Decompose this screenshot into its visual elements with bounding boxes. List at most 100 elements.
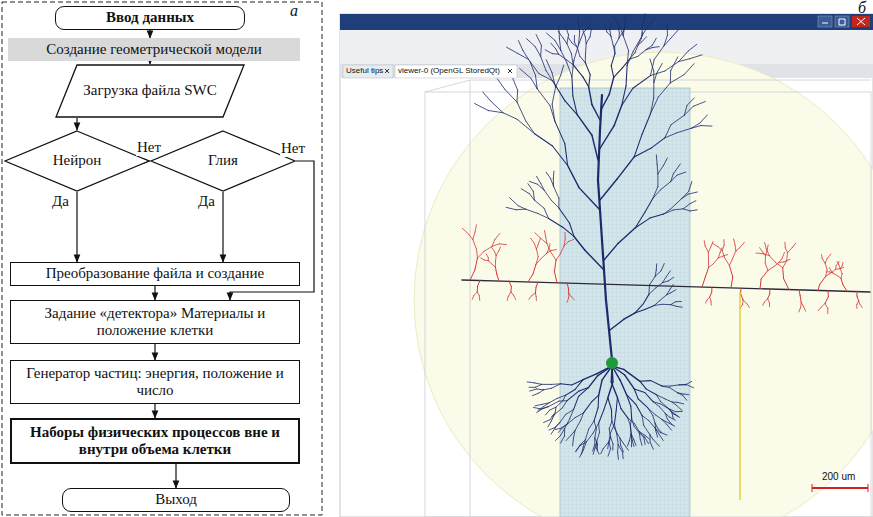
- neurite: [650, 435, 651, 442]
- neurite: [608, 382, 613, 398]
- neurite: [677, 172, 686, 175]
- neurite: [533, 264, 536, 274]
- neurite: [551, 200, 559, 208]
- neurite: [535, 287, 537, 293]
- neurite: [768, 294, 770, 299]
- neurite: [671, 290, 676, 293]
- neurite: [565, 144, 568, 166]
- neurite: [793, 243, 796, 247]
- tab-title: Useful tips: [346, 66, 383, 75]
- neurite: [533, 191, 534, 200]
- neurite: [554, 260, 556, 271]
- neurite: [576, 446, 580, 451]
- neurite: [553, 171, 555, 179]
- neurite: [568, 294, 569, 298]
- neurite: [609, 442, 611, 449]
- neurite: [610, 30, 611, 36]
- edge-label: Да: [51, 193, 70, 210]
- neurite: [617, 398, 621, 409]
- neurite: [634, 148, 651, 157]
- neurite: [549, 398, 557, 403]
- neurite: [670, 388, 678, 393]
- neurite: [536, 282, 538, 287]
- neurite: [633, 36, 642, 52]
- neurite: [671, 199, 682, 209]
- neurite: [614, 410, 616, 424]
- neurite: [654, 46, 664, 60]
- node-text: Преобразование файла и создание: [40, 265, 271, 282]
- neurite: [556, 254, 560, 260]
- neurite: [470, 270, 475, 280]
- neurite: [548, 421, 551, 427]
- neurite: [509, 281, 511, 286]
- neurite: [665, 62, 679, 71]
- neurite: [670, 417, 676, 420]
- neurite: [665, 399, 672, 402]
- neurite: [531, 238, 535, 243]
- neurite: [653, 190, 661, 199]
- neurite: [586, 37, 590, 44]
- neurite: [682, 194, 689, 198]
- neurite: [826, 271, 829, 272]
- neurite: [710, 292, 712, 297]
- neurite: [535, 47, 540, 57]
- neurite: [653, 82, 654, 98]
- neurite: [495, 233, 500, 239]
- neurite: [763, 302, 765, 306]
- neurite: [587, 433, 593, 441]
- neurite: [568, 37, 572, 42]
- neurite: [677, 306, 683, 308]
- neurite: [585, 63, 590, 75]
- flow-arrow: [154, 344, 155, 360]
- neurite: [661, 182, 671, 190]
- neurite: [651, 381, 662, 386]
- soma: [606, 357, 618, 369]
- neurite: [825, 259, 827, 264]
- neurite: [779, 261, 784, 263]
- neurite: [529, 387, 535, 388]
- neurite: [673, 414, 680, 418]
- neurite: [668, 408, 673, 413]
- neurite: [722, 251, 724, 258]
- neurite: [660, 433, 667, 436]
- neurite: [477, 252, 483, 258]
- neurite: [592, 135, 598, 160]
- neurite: [827, 308, 828, 313]
- neurite: [475, 225, 476, 232]
- neurite: [611, 437, 613, 443]
- neurite: [660, 295, 667, 301]
- neurite: [545, 410, 550, 415]
- neurite: [618, 445, 622, 452]
- neurite: [611, 410, 612, 422]
- neurite: [841, 274, 842, 279]
- neurite: [686, 384, 694, 387]
- neurite: [555, 423, 560, 428]
- neurite: [580, 56, 585, 62]
- neurite: [835, 266, 837, 270]
- neurite: [559, 208, 570, 223]
- neurite: [590, 28, 591, 37]
- neurite: [541, 56, 546, 70]
- neurite: [542, 403, 549, 404]
- neurite: [821, 255, 823, 259]
- neurite: [756, 253, 763, 255]
- neurite: [561, 65, 564, 75]
- neurite: [826, 274, 830, 276]
- neurite: [653, 46, 659, 48]
- neurite: [690, 210, 697, 211]
- neurite: [462, 228, 468, 234]
- neurite: [673, 413, 678, 416]
- neurite: [551, 383, 560, 385]
- neurite: [788, 247, 793, 253]
- neurite: [860, 304, 863, 307]
- neurite: [614, 46, 615, 53]
- neurite: [760, 248, 763, 252]
- neurite: [579, 388, 588, 391]
- neurite: [670, 385, 679, 386]
- neurite: [526, 39, 535, 47]
- neurite: [535, 404, 542, 405]
- neurite: [621, 445, 624, 452]
- neurite: [631, 434, 632, 440]
- neurite: [623, 25, 625, 35]
- neurite: [843, 285, 847, 292]
